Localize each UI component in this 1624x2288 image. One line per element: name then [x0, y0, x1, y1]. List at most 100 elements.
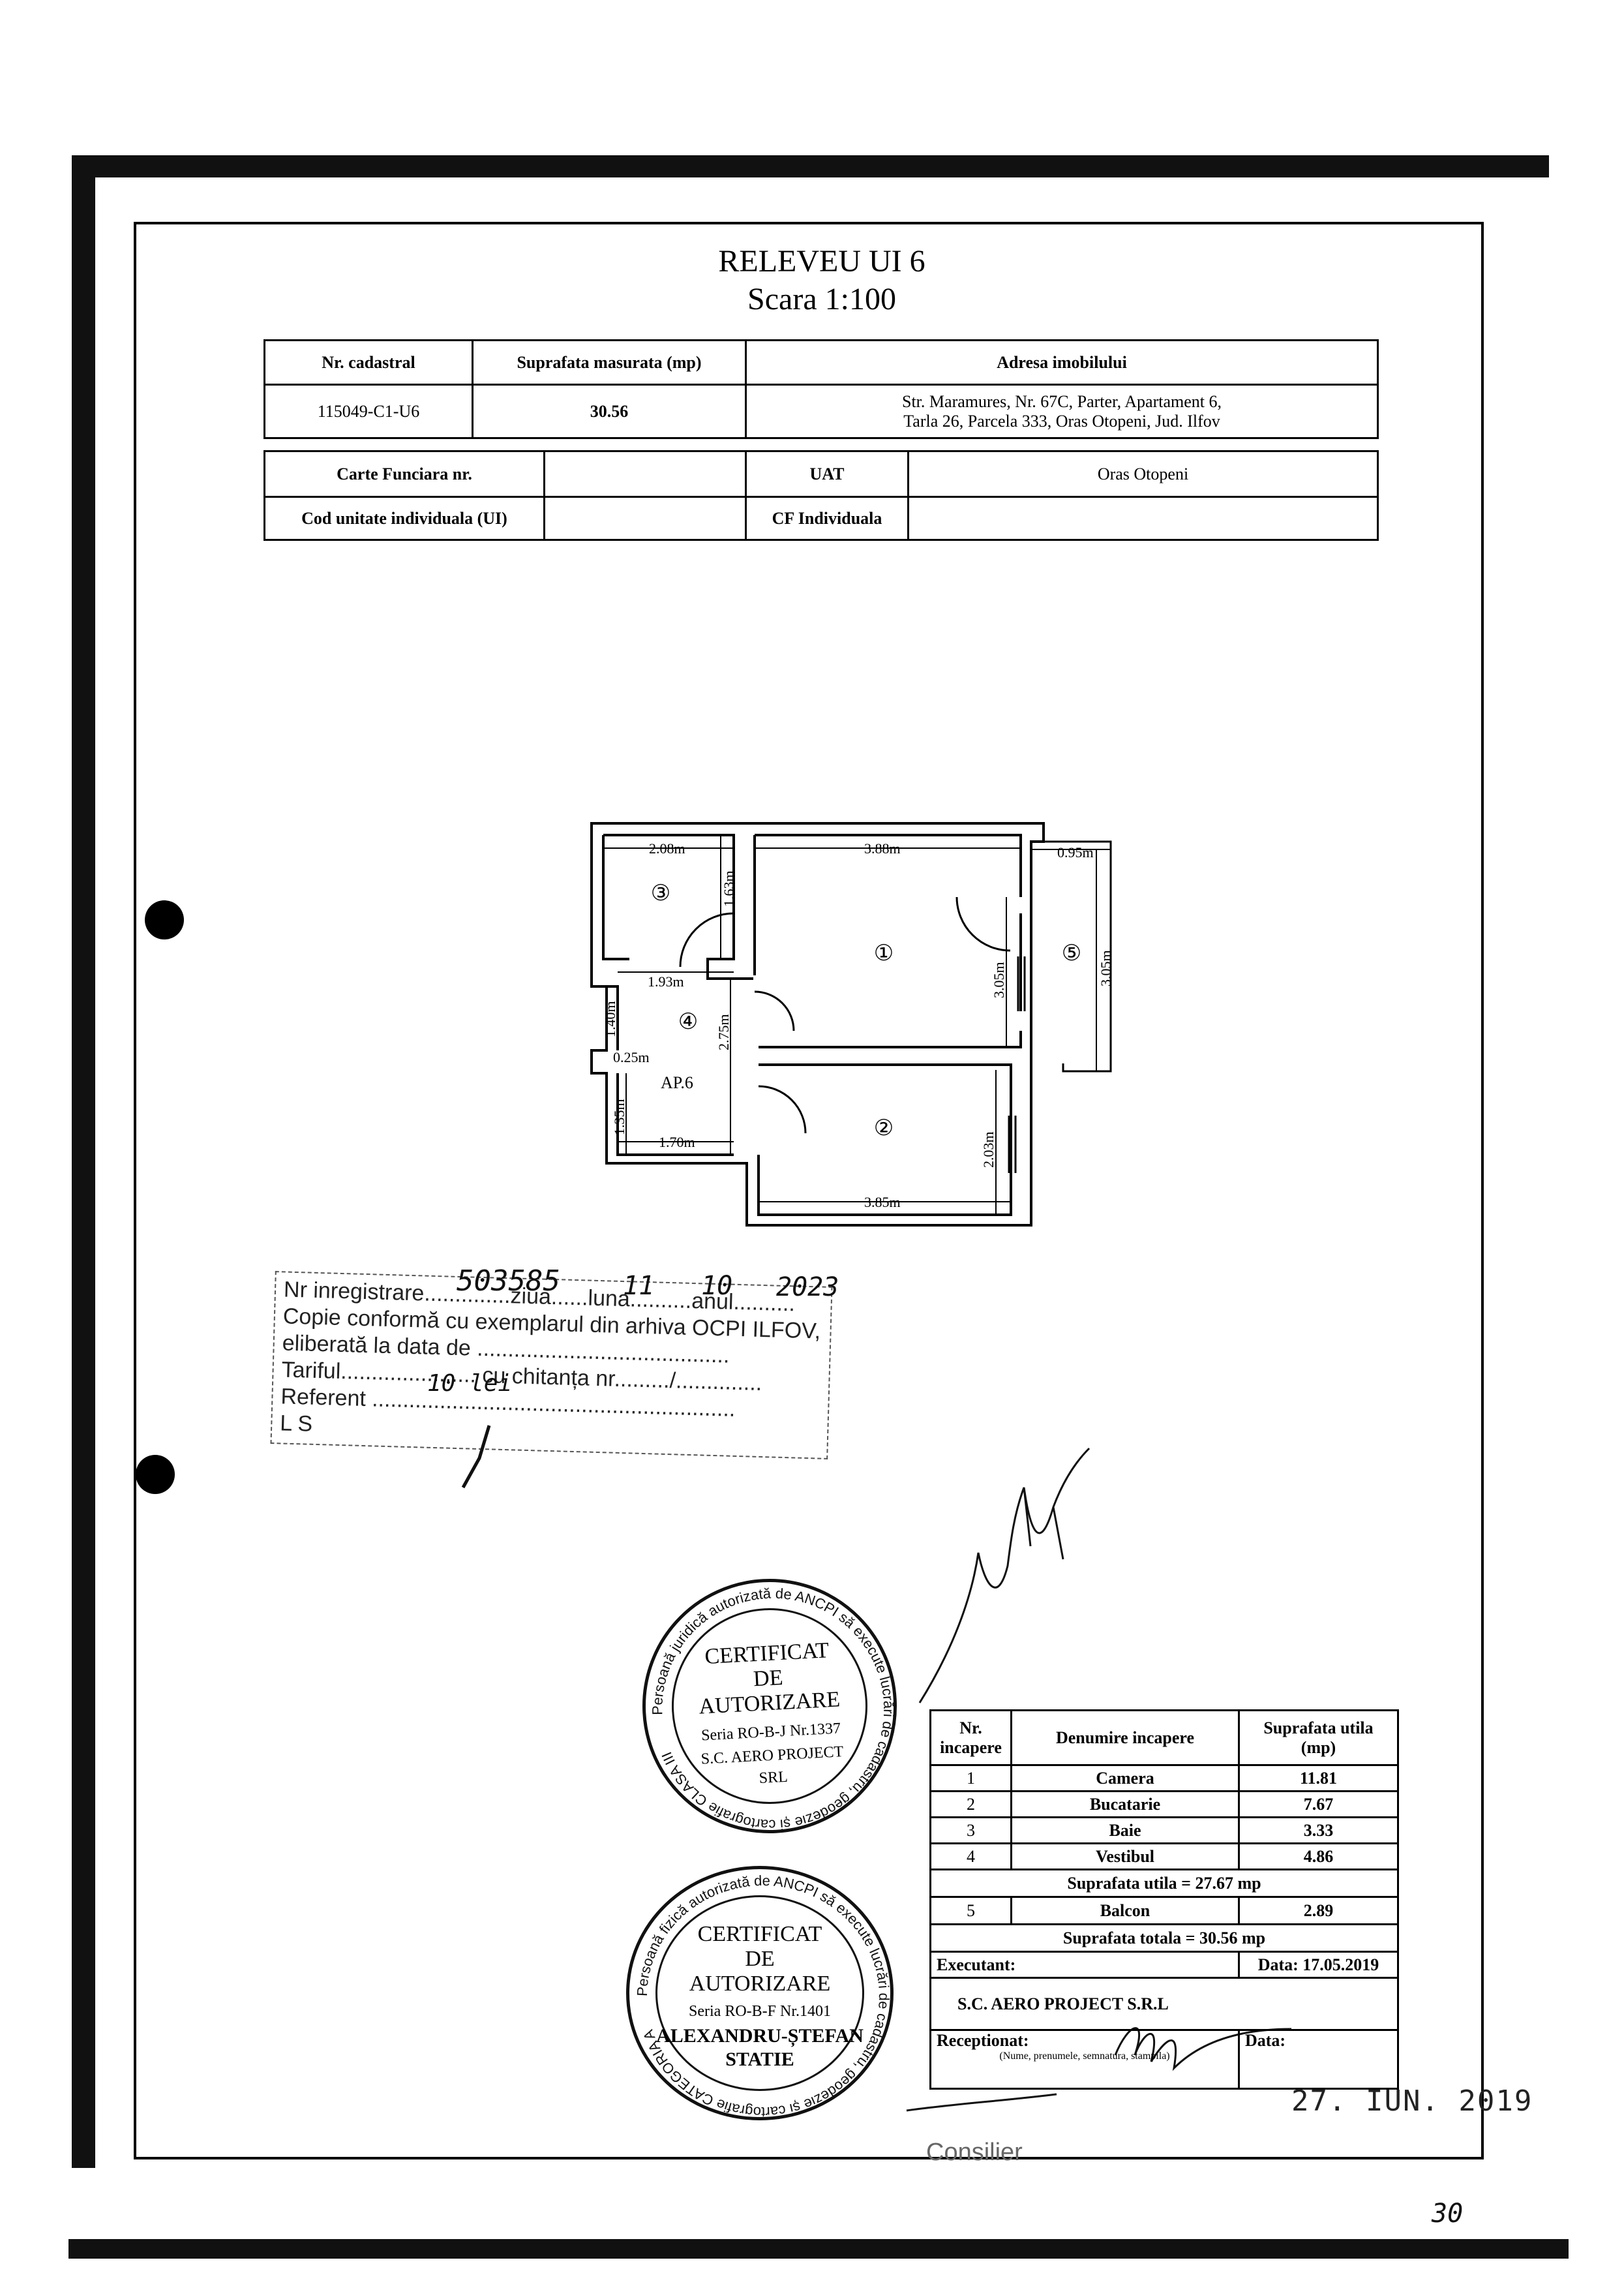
property-address: Str. Maramures, Nr. 67C, Parter, Apartam… — [745, 384, 1379, 439]
cod-ui-value — [543, 496, 747, 541]
rooms-area-table: Nr. incapere Denumire incapere Suprafata… — [929, 1709, 1399, 2090]
room-nr: 1 — [929, 1764, 1012, 1792]
consilier-stamp: Consilier — [926, 2139, 1023, 2166]
col-label-address: Adresa imobilului — [745, 339, 1379, 386]
surveyor-authorization-seal: Persoană fizică autorizată de ANCPI să e… — [626, 1866, 894, 2120]
document-title-block: RELEVEU UI 6 Scara 1:100 — [652, 243, 991, 318]
window-room1 — [1017, 956, 1026, 1011]
room-name: Baie — [1010, 1816, 1240, 1844]
scan-edge-bottom — [68, 2239, 1569, 2259]
seal-ring-text: Persoană juridică autorizată de ANCPI să… — [642, 1579, 903, 1839]
seal2-line-2: DE — [745, 1947, 775, 1971]
dim-label-025: 0.25m — [613, 1049, 650, 1065]
dim-label-095: 0.95m — [1057, 844, 1094, 861]
kitchen-walls — [757, 1063, 1012, 1216]
receptionat-cell: Receptionat: (Nume, prenumele, semnatura… — [929, 2029, 1240, 2090]
dim-label-203: 2.03m — [980, 1131, 997, 1168]
dim-label-135: 1.35m — [611, 1099, 627, 1135]
table-row: 1 Camera 11.81 — [929, 1764, 1399, 1792]
signature-referent — [461, 1425, 491, 1489]
punch-hole-lower — [136, 1455, 175, 1494]
util-area-total: Suprafata utila = 27.67 mp — [929, 1869, 1399, 1898]
grand-area-total: Suprafata totala = 30.56 mp — [929, 1923, 1399, 1953]
dim-label-275: 2.75m — [715, 1014, 732, 1050]
seal-ring-text: Persoană fizică autorizată de ANCPI să e… — [634, 1872, 892, 2120]
room-4-number: ④ — [678, 1009, 698, 1035]
table-row: 4 Vestibul 4.86 — [929, 1842, 1399, 1870]
room-name: Camera — [1010, 1764, 1240, 1792]
document-frame — [134, 222, 1484, 2159]
table-row: 2 Bucatarie 7.67 — [929, 1790, 1399, 1818]
measured-area: 30.56 — [472, 384, 747, 439]
room-area: 11.81 — [1238, 1764, 1399, 1792]
col-label-cadastral: Nr. cadastral — [263, 339, 474, 386]
dim-label-163: 1.63m — [721, 870, 737, 907]
balcony-name: Balcon — [1010, 1896, 1240, 1925]
vestibule-lower-wall — [616, 1073, 734, 1156]
dim-label-388: 3.88m — [864, 840, 901, 857]
seal2-line-4: Seria RO-B-F Nr.1401 — [689, 2003, 831, 2020]
ocpi-copy-stamp: Nr inregistrare..............ziua......l… — [270, 1271, 833, 1459]
dim-label-305b: 3.05m — [1098, 950, 1114, 986]
room-name: Bucatarie — [1010, 1790, 1240, 1818]
rooms-header-area: Suprafata utila (mp) — [1238, 1709, 1399, 1766]
page-number: 30 — [1432, 2199, 1464, 2229]
uat-value: Oras Otopeni — [907, 450, 1379, 498]
carte-funciara-value — [543, 450, 747, 498]
floor-plan: 2.08m 1.63m 3.88m 0.95m 3.05m 3.05m 1.93… — [590, 822, 1114, 1227]
seal2-line-3: AUTORIZARE — [689, 1972, 831, 1996]
door-room1 — [754, 990, 795, 1031]
door-bath — [679, 912, 734, 968]
table-row: 5 Balcon 2.89 — [929, 1896, 1399, 1925]
handwritten-tariff: 10 lei — [427, 1370, 513, 1397]
executant-name: S.C. AERO PROJECT S.R.L — [929, 1977, 1399, 2031]
document-title: RELEVEU UI 6 — [718, 244, 925, 279]
address-line-1: Str. Maramures, Nr. 67C, Parter, Apartam… — [902, 391, 1222, 411]
seal2-line-6: STATIE — [725, 2049, 794, 2070]
window-kitchen — [1008, 1116, 1017, 1173]
table-row: 3 Baie 3.33 — [929, 1816, 1399, 1844]
room-2-number: ② — [874, 1115, 894, 1141]
dim-label-170: 1.70m — [659, 1134, 695, 1150]
carte-funciara-label: Carte Funciara nr. — [263, 450, 545, 498]
cod-ui-label: Cod unitate individuala (UI) — [263, 496, 545, 541]
balcony-area: 2.89 — [1238, 1896, 1399, 1925]
executant-label: Executant: — [929, 1951, 1240, 1979]
dim-label-385: 3.85m — [864, 1194, 901, 1210]
room1-bottom-wall — [759, 1031, 1022, 1048]
bath-left-wall — [602, 835, 629, 960]
scan-edge-left — [72, 155, 95, 2168]
handwritten-month: 10 — [701, 1271, 733, 1301]
balcony-nr: 5 — [929, 1896, 1012, 1925]
room-3-number: ③ — [651, 880, 670, 906]
receptionat-hint: (Nume, prenumele, semnatura, stampila) — [999, 2051, 1170, 2062]
room-1-number: ① — [874, 940, 894, 966]
room-area: 7.67 — [1238, 1790, 1399, 1818]
seal2-line-5: ALEXANDRU-ȘTEFAN — [656, 2025, 864, 2047]
door-kitchen — [758, 1085, 807, 1134]
handwritten-year: 2023 — [776, 1272, 839, 1302]
document-scale: Scara 1:100 — [747, 282, 896, 316]
rooms-header-name: Denumire incapere — [1010, 1709, 1240, 1766]
room1-top-wall — [755, 834, 1022, 897]
address-line-2: Tarla 26, Parcela 333, Oras Otopeni, Jud… — [903, 411, 1220, 431]
cf-individuala-label: CF Individuala — [745, 496, 909, 541]
punch-hole-upper — [145, 900, 184, 939]
receptionat-label: Receptionat: — [937, 2031, 1029, 2050]
executant-date: Data: 17.05.2019 — [1238, 1951, 1399, 1979]
reception-date-stamp: 27. IUN. 2019 — [1291, 2084, 1533, 2118]
dim-label-208: 2.08m — [649, 840, 685, 857]
rooms-header-nr: Nr. incapere — [929, 1709, 1012, 1766]
apartment-label: AP.6 — [661, 1073, 693, 1092]
dim-label-193: 1.93m — [648, 973, 684, 990]
cadastral-number: 115049-C1-U6 — [263, 384, 474, 439]
cadastral-info-table: Nr. cadastral Suprafata masurata (mp) Ad… — [263, 339, 1379, 439]
seal2-line-1: CERTIFICAT — [697, 1922, 822, 1946]
door-balcony — [955, 896, 1011, 952]
dim-label-140: 1.40m — [602, 1001, 618, 1037]
land-registry-table: Carte Funciara nr. UAT Oras Otopeni Cod … — [263, 450, 1379, 541]
room-nr: 3 — [929, 1816, 1012, 1844]
room-nr: 4 — [929, 1842, 1012, 1870]
col-label-area: Suprafata masurata (mp) — [472, 339, 747, 386]
company-authorization-seal: Persoană juridică autorizată de ANCPI să… — [636, 1572, 903, 1840]
